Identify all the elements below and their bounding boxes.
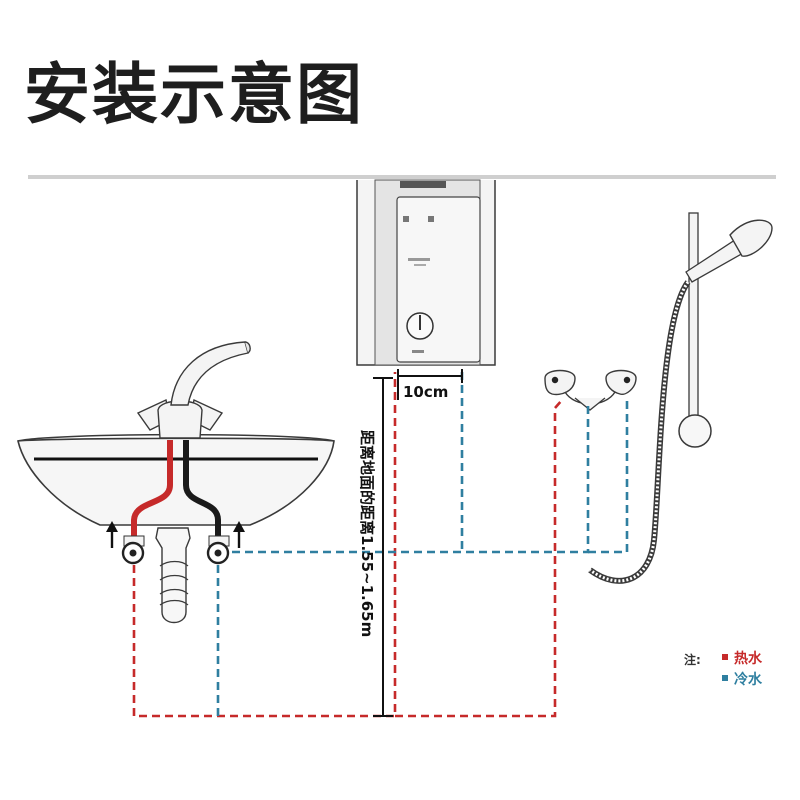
legend: 注: 热水 冷水	[684, 650, 763, 688]
gap-dimension	[397, 369, 463, 400]
hot-flex-hose	[131, 440, 173, 540]
brand-plate	[400, 181, 446, 188]
page-title: 安装示意图	[24, 56, 364, 133]
hot-legend-swatch	[722, 654, 728, 660]
height-label: 距离地面的距离1.55~1.65m	[358, 430, 376, 637]
drain-trap	[155, 527, 191, 624]
indicator-light-left	[403, 216, 409, 222]
shower-hose	[588, 280, 691, 584]
basin-faucet	[136, 341, 251, 439]
cold-legend-swatch	[722, 675, 728, 681]
hot-flow-arrow	[106, 521, 118, 548]
height-dimension	[373, 377, 393, 717]
cold-angle-valve	[206, 535, 230, 565]
hot-angle-valve	[121, 535, 145, 565]
title-divider	[28, 175, 776, 179]
label-plate	[408, 258, 430, 261]
cold-legend-label: 冷水	[734, 671, 763, 688]
water-heater	[356, 179, 496, 366]
indicator-light-right	[428, 216, 434, 222]
cold-flex-hose	[183, 440, 221, 540]
hot-legend-label: 热水	[734, 650, 763, 667]
shower-head	[685, 219, 773, 283]
legend-prefix: 注:	[684, 652, 701, 667]
shower-mixer-valve	[544, 369, 637, 411]
gap-label: 10cm	[403, 383, 448, 401]
hot-water-pipes	[132, 372, 563, 718]
cold-flow-arrow	[233, 521, 245, 548]
cold-water-pipes	[216, 372, 629, 716]
shower-rail	[678, 212, 712, 448]
wash-basin	[17, 433, 335, 526]
